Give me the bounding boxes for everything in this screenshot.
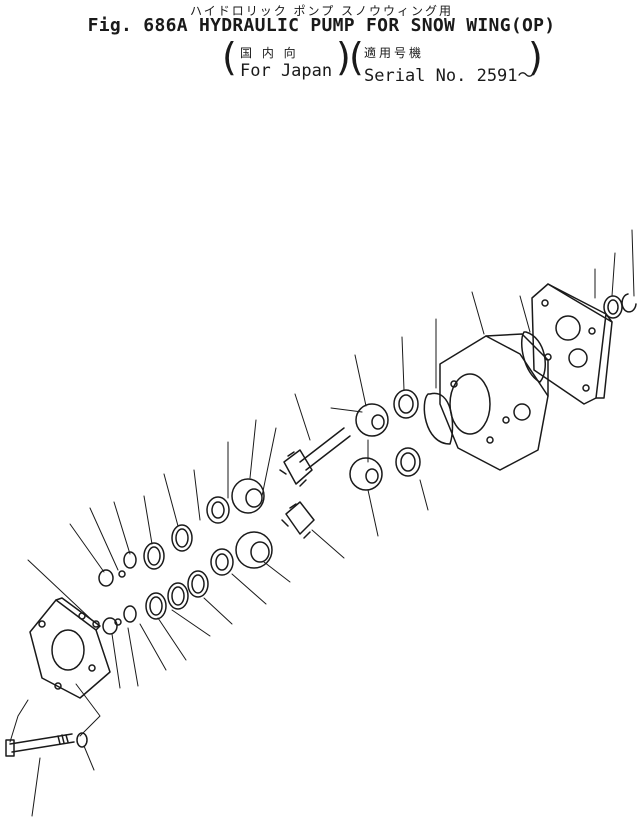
pump-body [439, 333, 549, 471]
paren-close-right: ) [528, 35, 543, 79]
washer-20 [76, 732, 88, 748]
sleeve-6-upper [355, 403, 389, 437]
drive-gear-shaft [279, 427, 351, 487]
bearing-11 [603, 295, 623, 319]
washers-lower [102, 605, 137, 635]
flange [29, 597, 111, 699]
leader-lines [9, 229, 635, 817]
serial-label: Serial No. 2591～ [364, 66, 535, 86]
region-label: For Japan [240, 61, 333, 81]
rings-upper [143, 524, 193, 570]
snap-ring-12 [621, 293, 637, 313]
paren-close-left: ) [336, 35, 351, 79]
bearing-9-mid [395, 447, 421, 477]
o-ring-17-left [423, 392, 454, 445]
o-ring-17-right [520, 331, 547, 383]
region-japanese: 国 内 向 [240, 46, 299, 60]
sleeve-7 [235, 531, 273, 569]
cover-plate [531, 283, 613, 405]
rings-lower [145, 570, 209, 620]
paren-open-left: ( [222, 35, 237, 79]
title-japanese: ハイドロリック ポンプ スノウウィング用 [189, 4, 454, 18]
figure-title: Fig. 686A HYDRAULIC PUMP FOR SNOW WING(O… [87, 15, 556, 36]
bearing-9-lower [210, 548, 234, 576]
bearing-9-left [206, 496, 230, 524]
bearing-9-upper [393, 389, 419, 419]
serial-japanese: 適用号機 [364, 46, 425, 60]
washers-upper [98, 551, 137, 587]
sleeve-8 [231, 478, 265, 514]
bolt-19 [5, 733, 75, 757]
sleeve-6-lower [349, 457, 383, 491]
paren-open-right: ( [349, 35, 364, 79]
driven-gear [281, 501, 315, 539]
pin-18 [92, 620, 100, 628]
